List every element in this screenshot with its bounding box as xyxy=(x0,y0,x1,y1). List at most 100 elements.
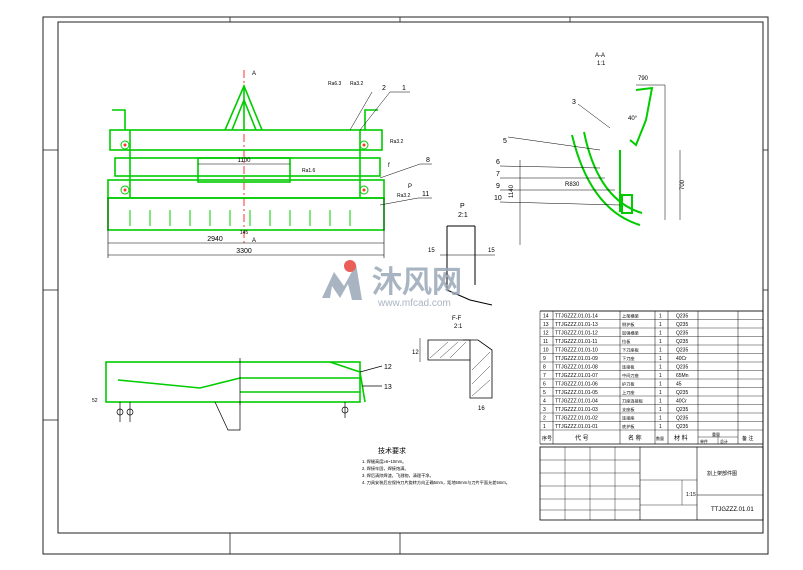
tech-requirements: 技术要求 1. 焊缝高度≥6~10mm。 2. 焊接牢固，焊接饱满。 3. 焊后… xyxy=(362,446,510,486)
bom-row-material: Q235 xyxy=(676,424,688,430)
zone-ticks xyxy=(43,17,768,554)
bom-row-name: 底护板 xyxy=(622,423,635,430)
tech-req-title: 技术要求 xyxy=(378,446,406,455)
top-view: 52 12 13 xyxy=(92,358,392,431)
drawing-number: TTJGZZZ.01.01 xyxy=(711,507,754,513)
roughness-ra16: Ra1.6 xyxy=(302,168,316,174)
tech-req-item-4: 4. 刀具安装后应保持刀片旋转方向正确5mm，距地50mm与刀片平面允差5mm。 xyxy=(362,479,510,486)
detail-p: P 2:1 15 15 xyxy=(428,203,495,306)
bom-row-qty: 1 xyxy=(659,424,662,430)
dim-12: 12 xyxy=(412,350,419,356)
bom-row-no: 13 xyxy=(543,322,549,328)
balloon-1: 1 xyxy=(402,85,406,92)
dim-16: 16 xyxy=(478,406,485,412)
section-aa: A-A 1:1 790 1140 700 40° R830 3 5 6 xyxy=(494,53,686,245)
bom-header-total: 总计 xyxy=(720,438,728,444)
bom-row-material: 40Cr xyxy=(676,356,687,362)
bom-row-qty: 1 xyxy=(659,322,662,328)
bom-row-no: 5 xyxy=(543,390,546,396)
dim-r830: R830 xyxy=(565,182,580,188)
bom-row-code: TTJGZZZ.01.01-03 xyxy=(555,407,598,413)
bom-row-no: 1 xyxy=(543,424,546,430)
detail-p-title: P xyxy=(460,203,465,210)
bom-header-qty: 数量 xyxy=(656,435,664,441)
bom-row-code: TTJGZZZ.01.01-13 xyxy=(555,322,598,328)
bom-row-name: 加强横梁 xyxy=(622,330,640,337)
dim-inner-width: 2940 xyxy=(207,236,223,243)
dim-height-1140: 1140 xyxy=(509,184,515,198)
dim-52: 52 xyxy=(92,398,98,404)
balloon-2: 2 xyxy=(382,85,386,92)
detail-ff-scale: 2:1 xyxy=(454,324,463,330)
bom-row-name: 拉板 xyxy=(622,338,631,345)
dim-15-left: 15 xyxy=(428,248,435,254)
bom-row-qty: 1 xyxy=(659,390,662,396)
roughness-ra32c: Ra3.2 xyxy=(397,193,411,199)
section-aa-scale: 1:1 xyxy=(597,61,606,67)
bom-row-no: 6 xyxy=(543,382,546,388)
bom-row-no: 8 xyxy=(543,365,546,371)
bom-row-code: TTJGZZZ.01.01-09 xyxy=(555,356,598,362)
bom-header-no: 序号 xyxy=(542,435,552,442)
bom-row-qty: 1 xyxy=(659,416,662,422)
dim-center-width: 1100 xyxy=(238,158,252,164)
dim-angle-40: 40° xyxy=(628,116,638,122)
bom-row-code: TTJGZZZ.01.01-02 xyxy=(555,416,598,422)
inner-frame xyxy=(57,21,764,534)
balloon-7: 7 xyxy=(496,171,500,178)
bom-row-name: 刀座连接板 xyxy=(622,398,644,405)
bom-row-no: 3 xyxy=(543,407,546,413)
watermark-logo xyxy=(322,260,362,300)
balloon-9: 9 xyxy=(496,183,500,190)
bom-row-name: 上刀座 xyxy=(622,389,635,396)
bom-row-code: TTJGZZZ.01.01-05 xyxy=(555,390,598,396)
bom-row-name: 下刀座 xyxy=(622,355,635,362)
balloon-5: 5 xyxy=(503,138,507,145)
dim-overall-width: 3300 xyxy=(236,248,252,255)
tech-req-item-3: 3. 焊后清除焊渣，飞溅物，清理干净。 xyxy=(362,472,434,479)
dim-small: 145 xyxy=(240,230,249,236)
balloon-13: 13 xyxy=(384,384,392,391)
bom-row-material: Q235 xyxy=(676,416,688,422)
view-label-f: f xyxy=(388,163,390,169)
bom-header-weight: 重量 xyxy=(712,431,720,437)
bom-row-qty: 1 xyxy=(659,399,662,405)
bom-row-no: 2 xyxy=(543,416,546,422)
part-name: 割上架部件图 xyxy=(707,470,737,477)
bom-row-qty: 1 xyxy=(659,331,662,337)
bom-row-no: 11 xyxy=(543,339,548,345)
bom-row-no: 7 xyxy=(543,373,546,379)
bom-row-code: TTJGZZZ.01.01-04 xyxy=(555,399,598,405)
bom-header-note: 备 注 xyxy=(742,435,753,442)
bom-row-code: TTJGZZZ.01.01-06 xyxy=(555,382,598,388)
bom-row-qty: 1 xyxy=(659,407,662,413)
bom-row-qty: 1 xyxy=(659,339,662,345)
balloon-3: 3 xyxy=(572,99,576,106)
bom-row-name: 上架横梁 xyxy=(622,313,640,320)
bom-row-name: 支座板 xyxy=(622,406,635,413)
tech-req-item-2: 2. 焊接牢固，焊接饱满。 xyxy=(362,465,409,472)
watermark-text: 沐风网 xyxy=(372,265,462,300)
bom-row-no: 4 xyxy=(543,399,546,405)
bom-row-code: TTJGZZZ.01.01-08 xyxy=(555,365,598,371)
bom-row-material: 45 xyxy=(676,382,682,388)
bom-row-material: Q235 xyxy=(676,314,688,320)
dim-15-right: 15 xyxy=(488,248,495,254)
bom-row-material: 65Mn xyxy=(676,373,689,379)
bom-row-name: 连接板 xyxy=(622,364,635,371)
bom-row-name: 侧护板 xyxy=(622,321,635,328)
bom-header-material: 材 料 xyxy=(674,434,688,442)
outer-frame xyxy=(42,16,769,555)
bom-row-qty: 1 xyxy=(659,348,662,354)
bom-row-no: 14 xyxy=(543,314,549,320)
bom-row-qty: 1 xyxy=(659,382,662,388)
bom-row-code: TTJGZZZ.01.01-12 xyxy=(555,331,598,337)
tech-req-item-1: 1. 焊缝高度≥6~10mm。 xyxy=(362,458,406,465)
view-label-p: P xyxy=(408,184,412,190)
bom-row-name: 中间刀座 xyxy=(622,372,639,379)
bom-row-code: TTJGZZZ.01.01-11 xyxy=(555,339,598,345)
detail-ff-title: F-F xyxy=(452,316,462,322)
bom-row-qty: 1 xyxy=(659,314,662,320)
view-label-a-top: A xyxy=(252,71,256,77)
